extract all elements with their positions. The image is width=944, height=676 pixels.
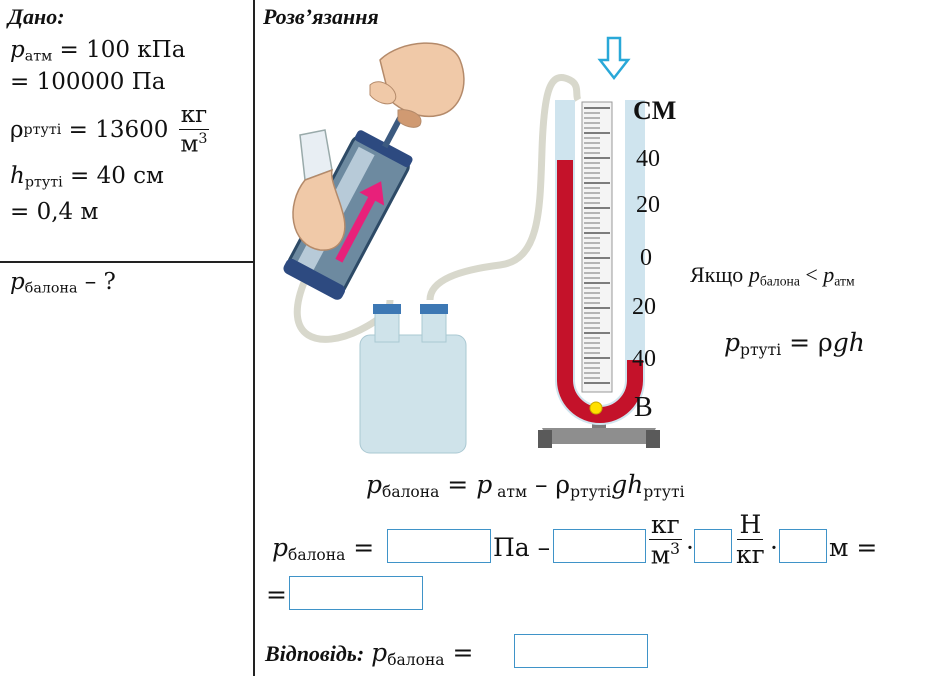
- g-input[interactable]: [694, 529, 732, 563]
- rho-unit-fraction: кг м3: [178, 102, 210, 158]
- m-unit: м =: [829, 533, 878, 562]
- atm-pressure-input[interactable]: [387, 529, 491, 563]
- answer-line: Відповідь: pбалона =: [265, 638, 474, 669]
- manometer-illustration: [283, 36, 660, 454]
- scale-label: 0: [640, 245, 652, 271]
- solution-heading: Розв’язання: [263, 4, 379, 29]
- hand-icon: [292, 42, 465, 251]
- point-b-label: В: [634, 392, 653, 423]
- pa-unit: Па –: [493, 533, 551, 562]
- result-input[interactable]: [289, 576, 423, 610]
- given-h: hртуті = 40 см: [10, 163, 164, 191]
- scale-unit-label: СМ: [633, 96, 677, 125]
- scale-label: 40: [632, 346, 656, 372]
- density-input[interactable]: [553, 529, 646, 563]
- scale-label: 20: [636, 192, 660, 218]
- zero-point-marker: [589, 401, 603, 415]
- given-heading: Дано:: [8, 4, 65, 29]
- condition-text: Якщо pбалона < pатм: [690, 262, 855, 289]
- manometer-scale: [584, 107, 610, 384]
- multiply-dot: ·: [686, 533, 694, 562]
- scale-label: 20: [632, 294, 656, 320]
- given-h-conversion: = 0,4 м: [10, 199, 99, 225]
- answer-input[interactable]: [514, 634, 648, 668]
- u-tube: [555, 100, 645, 425]
- scale-label: 40: [636, 146, 660, 172]
- given-divider: [0, 261, 253, 263]
- calc-lhs: pбалона =: [272, 533, 375, 564]
- manometer-stand: [538, 410, 660, 448]
- given-p-atm-conversion: = 100000 Па: [10, 69, 166, 95]
- arrow-down-icon: [597, 36, 631, 81]
- find-p-balona: pбалона – ?: [10, 269, 116, 297]
- mercury-pressure-formula: pртуті = ρgh: [724, 328, 865, 359]
- height-input[interactable]: [779, 529, 827, 563]
- equals-sign: =: [266, 580, 287, 609]
- column-divider: [253, 0, 255, 676]
- multiply-dot: ·: [770, 533, 778, 562]
- given-p-atm: pатм = 100 кПа: [10, 37, 186, 65]
- balloon-pressure-formula: pбалона = p атм – ρртутіghртуті: [366, 470, 685, 501]
- bottle: [359, 304, 467, 454]
